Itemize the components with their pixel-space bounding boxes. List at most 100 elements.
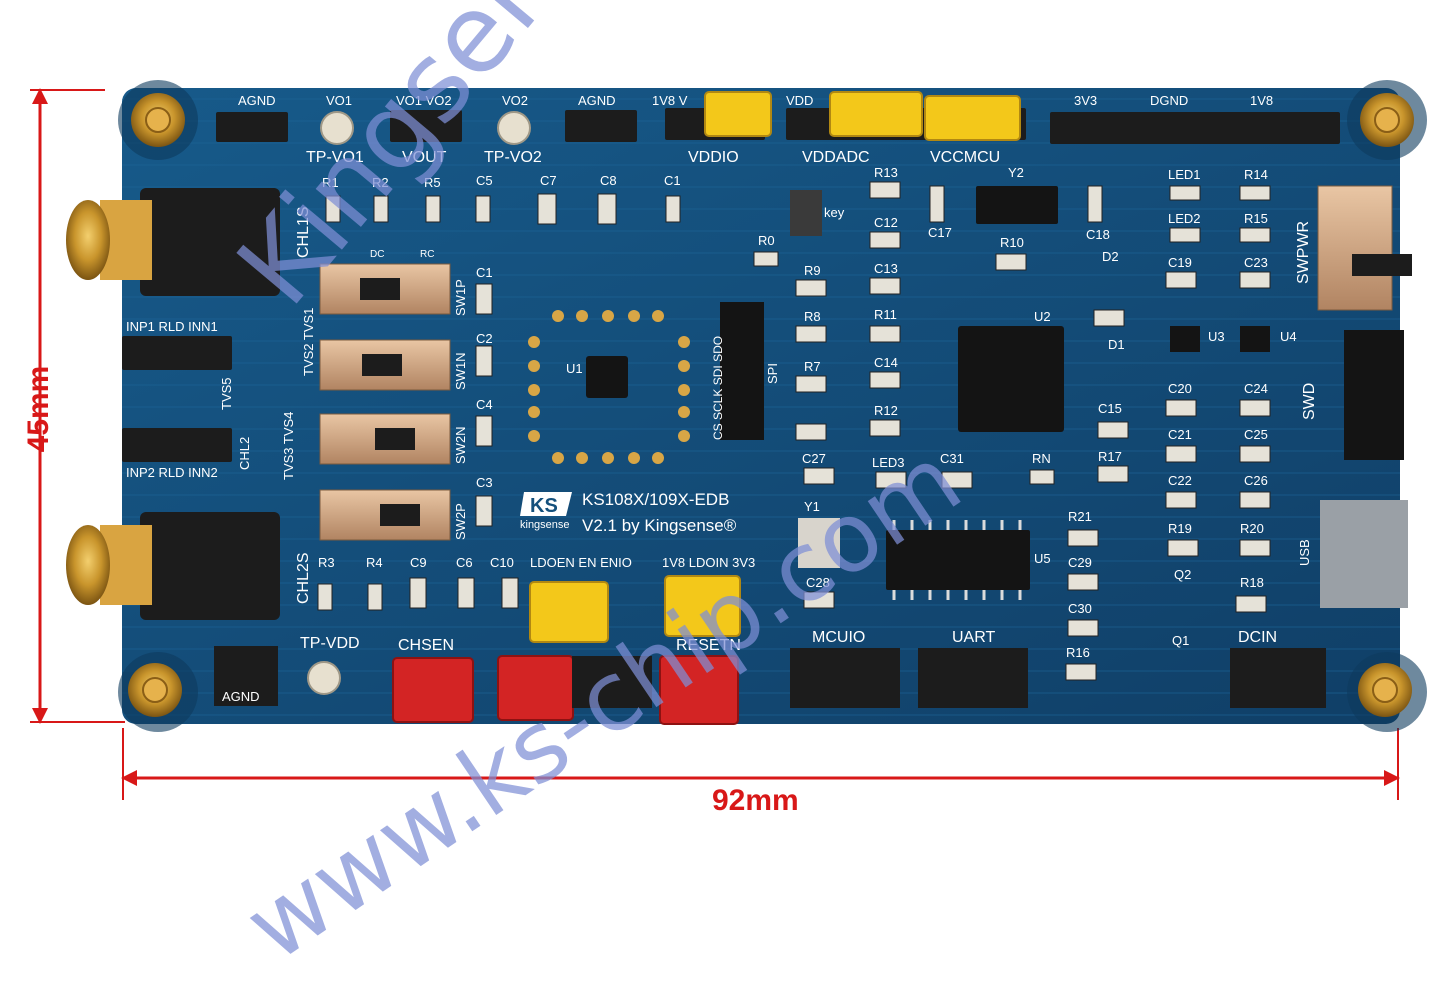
board-version: V2.1 by Kingsense®	[582, 516, 737, 535]
label-c21: C21	[1168, 427, 1192, 442]
label-c2: C2	[476, 331, 493, 346]
label-r21: R21	[1068, 509, 1092, 524]
label-d1: D1	[1108, 337, 1125, 352]
label-sw1p: SW1P	[453, 279, 468, 316]
label-cs: CS	[711, 423, 725, 440]
label-sdi: SDI	[711, 365, 725, 386]
label-vo1: VO1	[326, 93, 353, 108]
label-r9: R9	[804, 263, 821, 278]
label-agnd-bottom: AGND	[222, 689, 260, 704]
label-sclk: SCLK	[711, 388, 725, 420]
label-tp-vo1: TP-VO1	[306, 149, 364, 166]
label-c-1: C1	[476, 265, 493, 280]
label-c15: C15	[1098, 401, 1122, 416]
label-r12: R12	[874, 403, 898, 418]
label-tvs3-tvs4: TVS3 TVS4	[281, 411, 296, 480]
pcb-board-image	[30, 80, 1427, 800]
label-spi-pins: CS SCLK SDI SDO	[711, 336, 725, 440]
label-c20: C20	[1168, 381, 1192, 396]
label-chl2: CHL2	[237, 436, 252, 470]
label-vddadc: VDDADC	[802, 149, 870, 166]
height-dimension-label: 45mm	[22, 365, 55, 453]
label-c10: C10	[490, 555, 514, 570]
label-rc: RC	[420, 249, 435, 260]
label-c27: C27	[802, 451, 826, 466]
label-y1: Y1	[804, 499, 820, 514]
top-jumpers	[529, 91, 1021, 643]
label-r18: R18	[1240, 575, 1264, 590]
label-r11: R11	[874, 307, 897, 322]
label-u3: U3	[1208, 329, 1225, 344]
label-r16: R16	[1066, 645, 1090, 660]
label-r20: R20	[1240, 521, 1264, 536]
kingsense-logo: KS kingsense	[520, 490, 576, 532]
label-key: key	[824, 205, 845, 220]
label-rn: RN	[1032, 451, 1051, 466]
board-title: KS108X/109X-EDB	[582, 490, 730, 509]
label-dcin: DCIN	[1238, 629, 1278, 646]
label-usb: USB	[1297, 539, 1312, 566]
label-agnd-2: AGND	[578, 93, 616, 108]
label-c3: C3	[476, 475, 493, 490]
label-r19: R19	[1168, 521, 1192, 536]
label-r15: R15	[1244, 211, 1268, 226]
svg-text:KS: KS	[530, 495, 558, 517]
label-c5: C5	[476, 173, 493, 188]
label-u1: U1	[566, 361, 583, 376]
label-c29: C29	[1068, 555, 1092, 570]
label-r2: R2	[372, 175, 389, 190]
label-swd: SWD	[1301, 382, 1318, 420]
label-c18: C18	[1086, 227, 1110, 242]
label-c9: C9	[410, 555, 427, 570]
label-c28: C28	[806, 575, 830, 590]
label-ldoen-en-enio: LDOEN EN ENIO	[530, 555, 632, 570]
label-c23: C23	[1244, 255, 1268, 270]
label-chsen: CHSEN	[398, 637, 455, 654]
label-r4: R4	[366, 555, 383, 570]
label-vo1-vo2: VO1 VO2	[396, 93, 452, 108]
label-c14: C14	[874, 355, 898, 370]
label-c12: C12	[874, 215, 898, 230]
label-1v8: 1V8	[1250, 93, 1274, 108]
label-c7: C7	[540, 173, 557, 188]
audio-jacks	[66, 188, 280, 620]
label-u5: U5	[1034, 551, 1051, 566]
label-r7: R7	[804, 359, 821, 374]
label-c19: C19	[1168, 255, 1192, 270]
label-dgnd: DGND	[1150, 93, 1189, 108]
slide-switches	[319, 185, 1412, 541]
label-tp-vdd: TP-VDD	[300, 635, 360, 652]
label-r3: R3	[318, 555, 335, 570]
label-c22: C22	[1168, 473, 1192, 488]
label-c17: C17	[928, 225, 952, 240]
label-vout: VOUT	[402, 149, 447, 166]
label-r1: R1	[322, 175, 339, 190]
label-swpwr: SWPWR	[1295, 220, 1312, 284]
label-mcuio: MCUIO	[812, 629, 866, 646]
label-r5: R5	[424, 175, 441, 190]
label-sw2n: SW2N	[453, 426, 468, 464]
label-r0: R0	[758, 233, 775, 248]
label-c26: C26	[1244, 473, 1268, 488]
label-1v8-v: 1V8 V	[652, 93, 688, 108]
label-1v8-ldoin-3v3: 1V8 LDOIN 3V3	[662, 555, 756, 570]
label-c4: C4	[476, 397, 493, 412]
label-u4: U4	[1280, 329, 1297, 344]
label-agnd-top: AGND	[238, 93, 276, 108]
dimension-lines	[30, 88, 1400, 800]
label-r13: R13	[874, 165, 898, 180]
ics	[586, 186, 1408, 608]
label-led1: LED1	[1168, 167, 1201, 182]
label-r14: R14	[1244, 167, 1268, 182]
label-c8: C8	[600, 173, 617, 188]
label-r8: R8	[804, 309, 821, 324]
standoffs	[118, 80, 1427, 732]
label-spi: SPI	[765, 363, 780, 384]
label-inp1-rld-inn1: INP1 RLD INN1	[126, 319, 218, 334]
label-c25: C25	[1244, 427, 1268, 442]
label-sw1n: SW1N	[453, 352, 468, 390]
label-tvs5: TVS5	[219, 377, 234, 410]
label-q1: Q1	[1172, 633, 1190, 648]
label-c13: C13	[874, 261, 898, 276]
label-3v3: 3V3	[1074, 93, 1098, 108]
